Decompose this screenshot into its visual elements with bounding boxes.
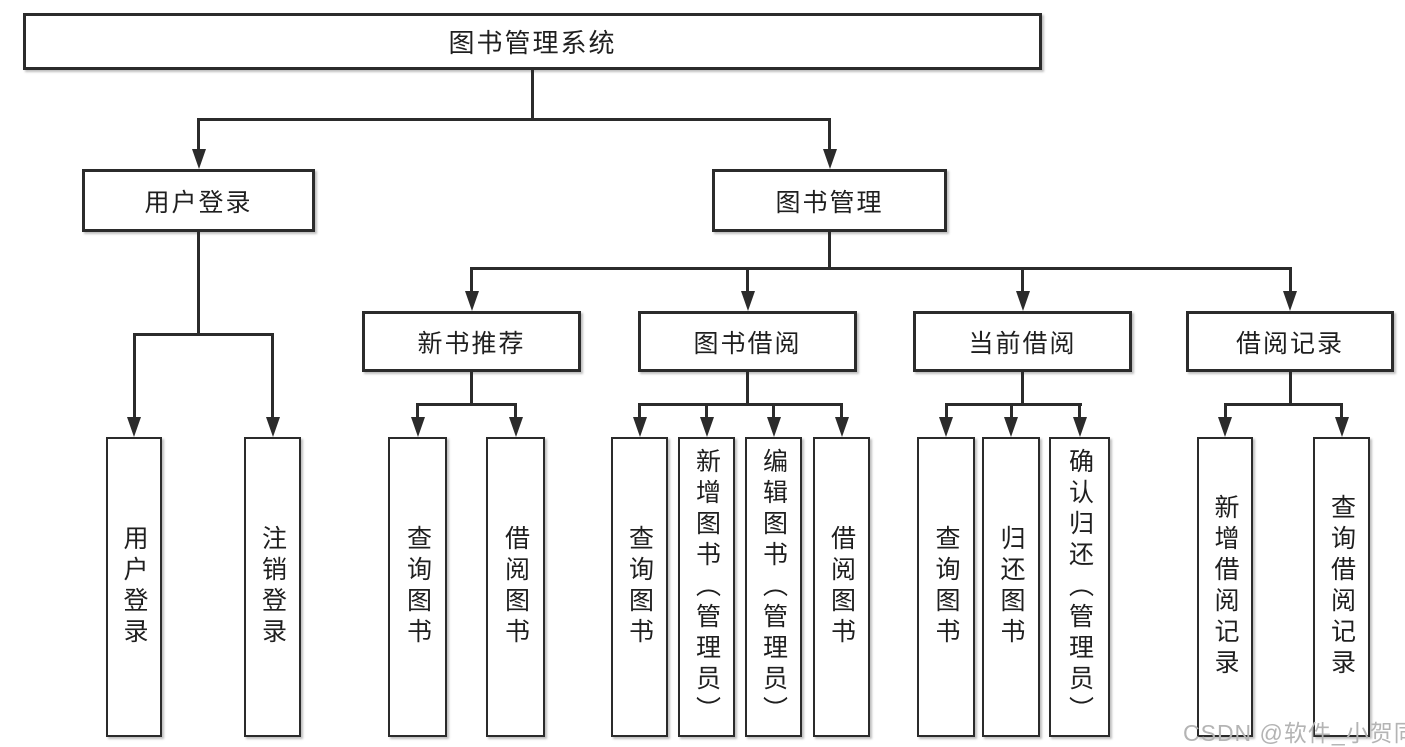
connector-root-rail [197, 118, 831, 121]
leaf-query-book-1: 查询图书 [388, 437, 447, 737]
node-current-borrow: 当前借阅 [913, 311, 1132, 372]
leaf-borrow-book-2-label: 借阅图书 [827, 525, 856, 649]
connector-drop-current-borrow [1021, 267, 1024, 293]
connector-drop [1340, 403, 1343, 419]
connector-current-borrow-stem [1021, 372, 1024, 405]
leaf-edit-book-admin: 编辑图书（管理员） [745, 437, 802, 737]
node-current-borrow-label: 当前借阅 [968, 329, 1077, 358]
arrowhead [632, 417, 647, 437]
connector-drop [514, 403, 517, 419]
connector-current-borrow-rail [944, 403, 1082, 406]
leaf-query-borrow-record: 查询借阅记录 [1313, 437, 1370, 737]
connector-drop [705, 403, 708, 419]
connector-book-borrow-stem [746, 372, 749, 405]
leaf-user-login-label: 用户登录 [120, 525, 148, 649]
node-library-system: 图书管理系统 [23, 13, 1042, 70]
leaf-edit-book-admin-label: 编辑图书（管理员） [759, 447, 788, 727]
node-borrow-record: 借阅记录 [1186, 311, 1394, 372]
connector-borrow-record-rail [1223, 403, 1343, 406]
arrowhead [191, 149, 206, 169]
node-book-borrow-label: 图书借阅 [693, 329, 802, 358]
leaf-add-borrow-record-label: 新增借阅记录 [1211, 494, 1239, 680]
connector-drop [1009, 403, 1013, 419]
node-new-book-recommend: 新书推荐 [362, 311, 581, 372]
arrowhead [834, 417, 849, 437]
leaf-user-login: 用户登录 [106, 437, 162, 737]
leaf-query-book-2: 查询图书 [611, 437, 668, 737]
arrowhead [265, 417, 280, 437]
connector-root-stem [531, 70, 534, 121]
connector-drop [1223, 403, 1227, 419]
connector-drop [416, 403, 419, 419]
arrowhead [464, 291, 479, 311]
leaf-borrow-book-1: 借阅图书 [486, 437, 545, 737]
leaf-confirm-return-admin-label: 确认归还（管理员） [1065, 447, 1094, 727]
leaf-return-book: 归还图书 [982, 437, 1040, 737]
node-library-system-label: 图书管理系统 [448, 28, 617, 58]
arrowhead [1004, 417, 1018, 437]
connector-new-book-rail [416, 403, 517, 406]
node-new-book-recommend-label: 新书推荐 [417, 329, 526, 358]
node-borrow-record-label: 借阅记录 [1235, 329, 1344, 358]
arrowhead [508, 417, 523, 437]
node-user-login-label: 用户登录 [144, 188, 253, 217]
leaf-logout: 注销登录 [244, 437, 301, 737]
node-user-login: 用户登录 [82, 169, 315, 232]
arrowhead [699, 417, 714, 437]
arrowhead [740, 291, 755, 311]
leaf-query-book-3: 查询图书 [917, 437, 975, 737]
connector-drop [772, 403, 775, 419]
connector-new-book-stem [470, 372, 473, 405]
leaf-query-book-3-label: 查询图书 [932, 525, 960, 649]
arrowhead [1334, 417, 1349, 437]
connector-drop-leaf-user-login [132, 333, 136, 419]
leaf-borrow-book-2: 借阅图书 [813, 437, 870, 737]
connector-drop-user-login [197, 118, 200, 151]
connector-drop [1078, 403, 1081, 419]
leaf-logout-label: 注销登录 [258, 525, 287, 649]
leaf-return-book-label: 归还图书 [997, 525, 1025, 649]
node-book-borrow: 图书借阅 [638, 311, 857, 372]
leaf-add-borrow-record: 新增借阅记录 [1197, 437, 1253, 737]
node-book-management: 图书管理 [712, 169, 947, 232]
leaf-query-borrow-record-label: 查询借阅记录 [1327, 494, 1356, 680]
leaf-query-book-1-label: 查询图书 [403, 525, 432, 649]
arrowhead [1072, 417, 1087, 437]
leaf-add-book-admin: 新增图书（管理员） [678, 437, 735, 737]
connector-drop [638, 403, 641, 419]
arrowhead [766, 417, 781, 437]
arrowhead [410, 417, 425, 437]
arrowhead [1283, 291, 1297, 311]
connector-book-mgmt-stem [828, 232, 831, 270]
leaf-confirm-return-admin: 确认归还（管理员） [1049, 437, 1110, 737]
leaf-borrow-book-1-label: 借阅图书 [501, 525, 530, 649]
connector-borrow-record-stem [1288, 372, 1292, 405]
connector-drop-book-borrow [746, 267, 749, 293]
connector-drop-book-mgmt [828, 118, 831, 151]
connector-user-login-rail [132, 333, 274, 336]
leaf-add-book-admin-label: 新增图书（管理员） [692, 447, 721, 727]
arrowhead [822, 149, 837, 169]
leaf-query-book-2-label: 查询图书 [625, 525, 654, 649]
connector-book-mgmt-rail [470, 267, 1292, 270]
connector-drop-leaf-logout [271, 333, 274, 419]
connector-drop-new-book [470, 267, 473, 293]
arrowhead [1218, 417, 1232, 437]
node-book-management-label: 图书管理 [775, 188, 884, 217]
arrowhead [127, 417, 141, 437]
arrowhead [1015, 291, 1030, 311]
connector-user-login-stem [197, 232, 200, 335]
connector-drop-borrow-record [1288, 267, 1292, 293]
csdn-watermark: CSDN @软件_小贺同学 [1183, 720, 1405, 746]
arrowhead [939, 417, 953, 437]
connector-drop [840, 403, 843, 419]
connector-book-borrow-rail [638, 403, 843, 406]
connector-drop [944, 403, 948, 419]
